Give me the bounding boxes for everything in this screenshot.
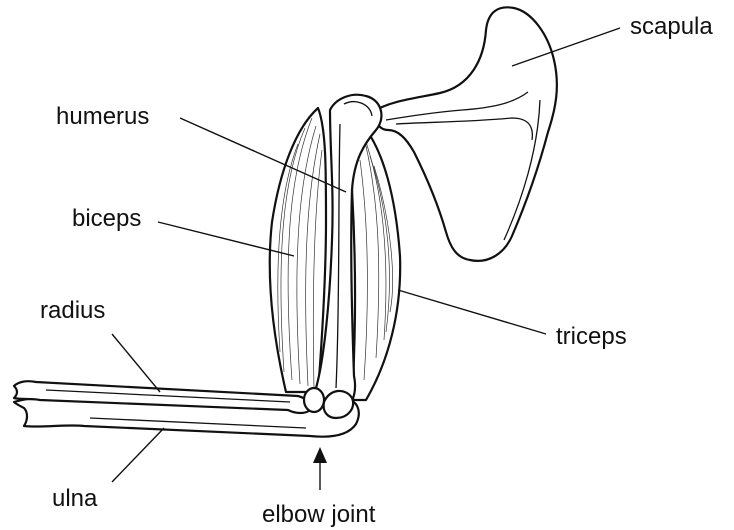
ulna-leader-line [112, 428, 164, 482]
label-scapula: scapula [630, 13, 713, 40]
triceps-leader-line [398, 290, 546, 334]
label-elbow-joint: elbow joint [262, 501, 376, 528]
scapula [372, 7, 557, 261]
label-triceps: triceps [556, 323, 627, 350]
label-biceps: biceps [72, 205, 141, 232]
label-ulna: ulna [52, 485, 98, 512]
label-humerus: humerus [56, 103, 149, 130]
triceps [352, 122, 400, 400]
biceps [270, 108, 326, 392]
radius-leader-line [112, 334, 160, 392]
label-radius: radius [40, 297, 105, 324]
elbow-joint-arrow [313, 447, 327, 490]
